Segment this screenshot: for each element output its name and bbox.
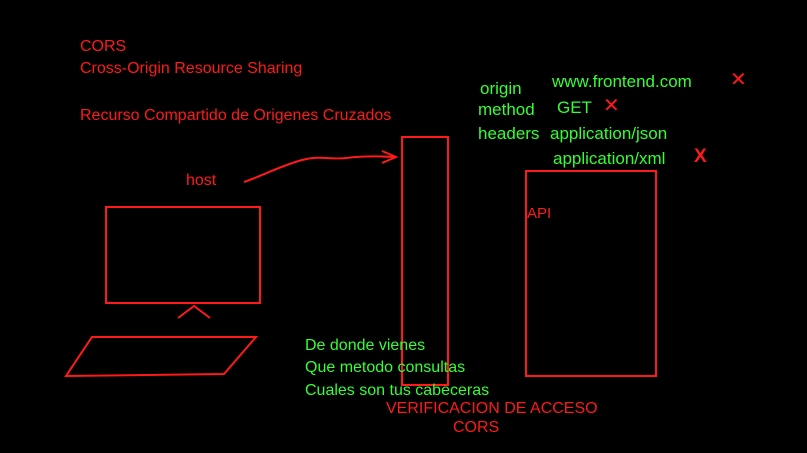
host-label: host (186, 172, 217, 189)
question-headers: Cuales son tus cabeceras (305, 382, 490, 399)
api-server-box (525, 170, 657, 377)
question-method: Que metodo consultas (305, 359, 466, 376)
headers-value-json: application/json (550, 124, 668, 143)
question-origin: De donde vienes (305, 337, 426, 354)
title-cors-expansion: Cross-Origin Resource Sharing (80, 60, 303, 77)
origin-reject-icon: ✕ (730, 69, 747, 91)
monitor-screen (105, 206, 261, 304)
verification-cors-label: CORS (453, 419, 500, 436)
verification-label: VERIFICACION DE ACCESO (386, 400, 598, 417)
headers-reject-icon: X (694, 146, 707, 167)
title-spanish: Recurso Compartido de Origenes Cruzados (80, 107, 392, 124)
monitor-stand (177, 304, 211, 319)
headers-key: headers (478, 124, 540, 143)
origin-key: origin (480, 79, 522, 98)
cors-gate-box (401, 136, 449, 386)
headers-value-xml: application/xml (553, 149, 666, 168)
keyboard-shape (64, 336, 259, 378)
method-reject-icon: ✕ (603, 95, 620, 117)
origin-value: www.frontend.com (552, 72, 692, 91)
title-cors: CORS (80, 38, 127, 55)
api-label: API (527, 205, 552, 222)
method-value: GET (557, 98, 592, 117)
arrow-head (381, 150, 399, 164)
method-key: method (478, 100, 535, 119)
request-arrow (243, 155, 395, 183)
